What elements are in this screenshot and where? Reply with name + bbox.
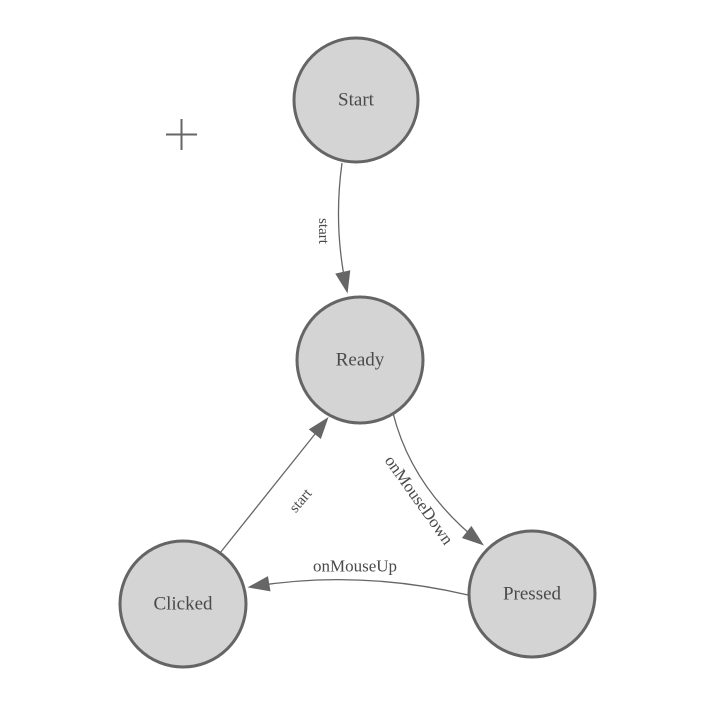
edge-label-start-2: start	[287, 485, 316, 516]
states-layer: Start Ready Clicked Pressed	[118, 36, 597, 669]
state-circle-clicked[interactable]	[118, 539, 248, 669]
edge-label-start: start	[315, 218, 331, 245]
state-circle-ready[interactable]	[295, 295, 425, 425]
state-label-ready: Ready	[336, 350, 385, 371]
transition-edge-ready-to-pressed[interactable]	[392, 412, 484, 546]
state-circle-pressed[interactable]	[467, 529, 597, 659]
transition-edge-clicked-to-ready[interactable]	[219, 417, 329, 554]
state-label-pressed: Pressed	[503, 584, 562, 605]
crosshair-cursor	[166, 119, 197, 150]
state-node-clicked[interactable]: Clicked	[118, 539, 248, 669]
state-label-clicked: Clicked	[153, 594, 213, 615]
state-node-start[interactable]: Start	[292, 36, 420, 164]
transition-edge-start-to-ready[interactable]	[335, 162, 351, 294]
transition-edge-pressed-to-clicked[interactable]	[247, 576, 469, 596]
state-circle-start[interactable]	[292, 36, 420, 164]
edge-label-onmousedown: onMouseDown	[381, 452, 458, 549]
state-label-start: Start	[338, 90, 375, 111]
state-node-ready[interactable]: Ready	[295, 295, 425, 425]
state-node-pressed[interactable]: Pressed	[467, 529, 597, 659]
edge-label-onmouseup: onMouseUp	[313, 557, 397, 576]
